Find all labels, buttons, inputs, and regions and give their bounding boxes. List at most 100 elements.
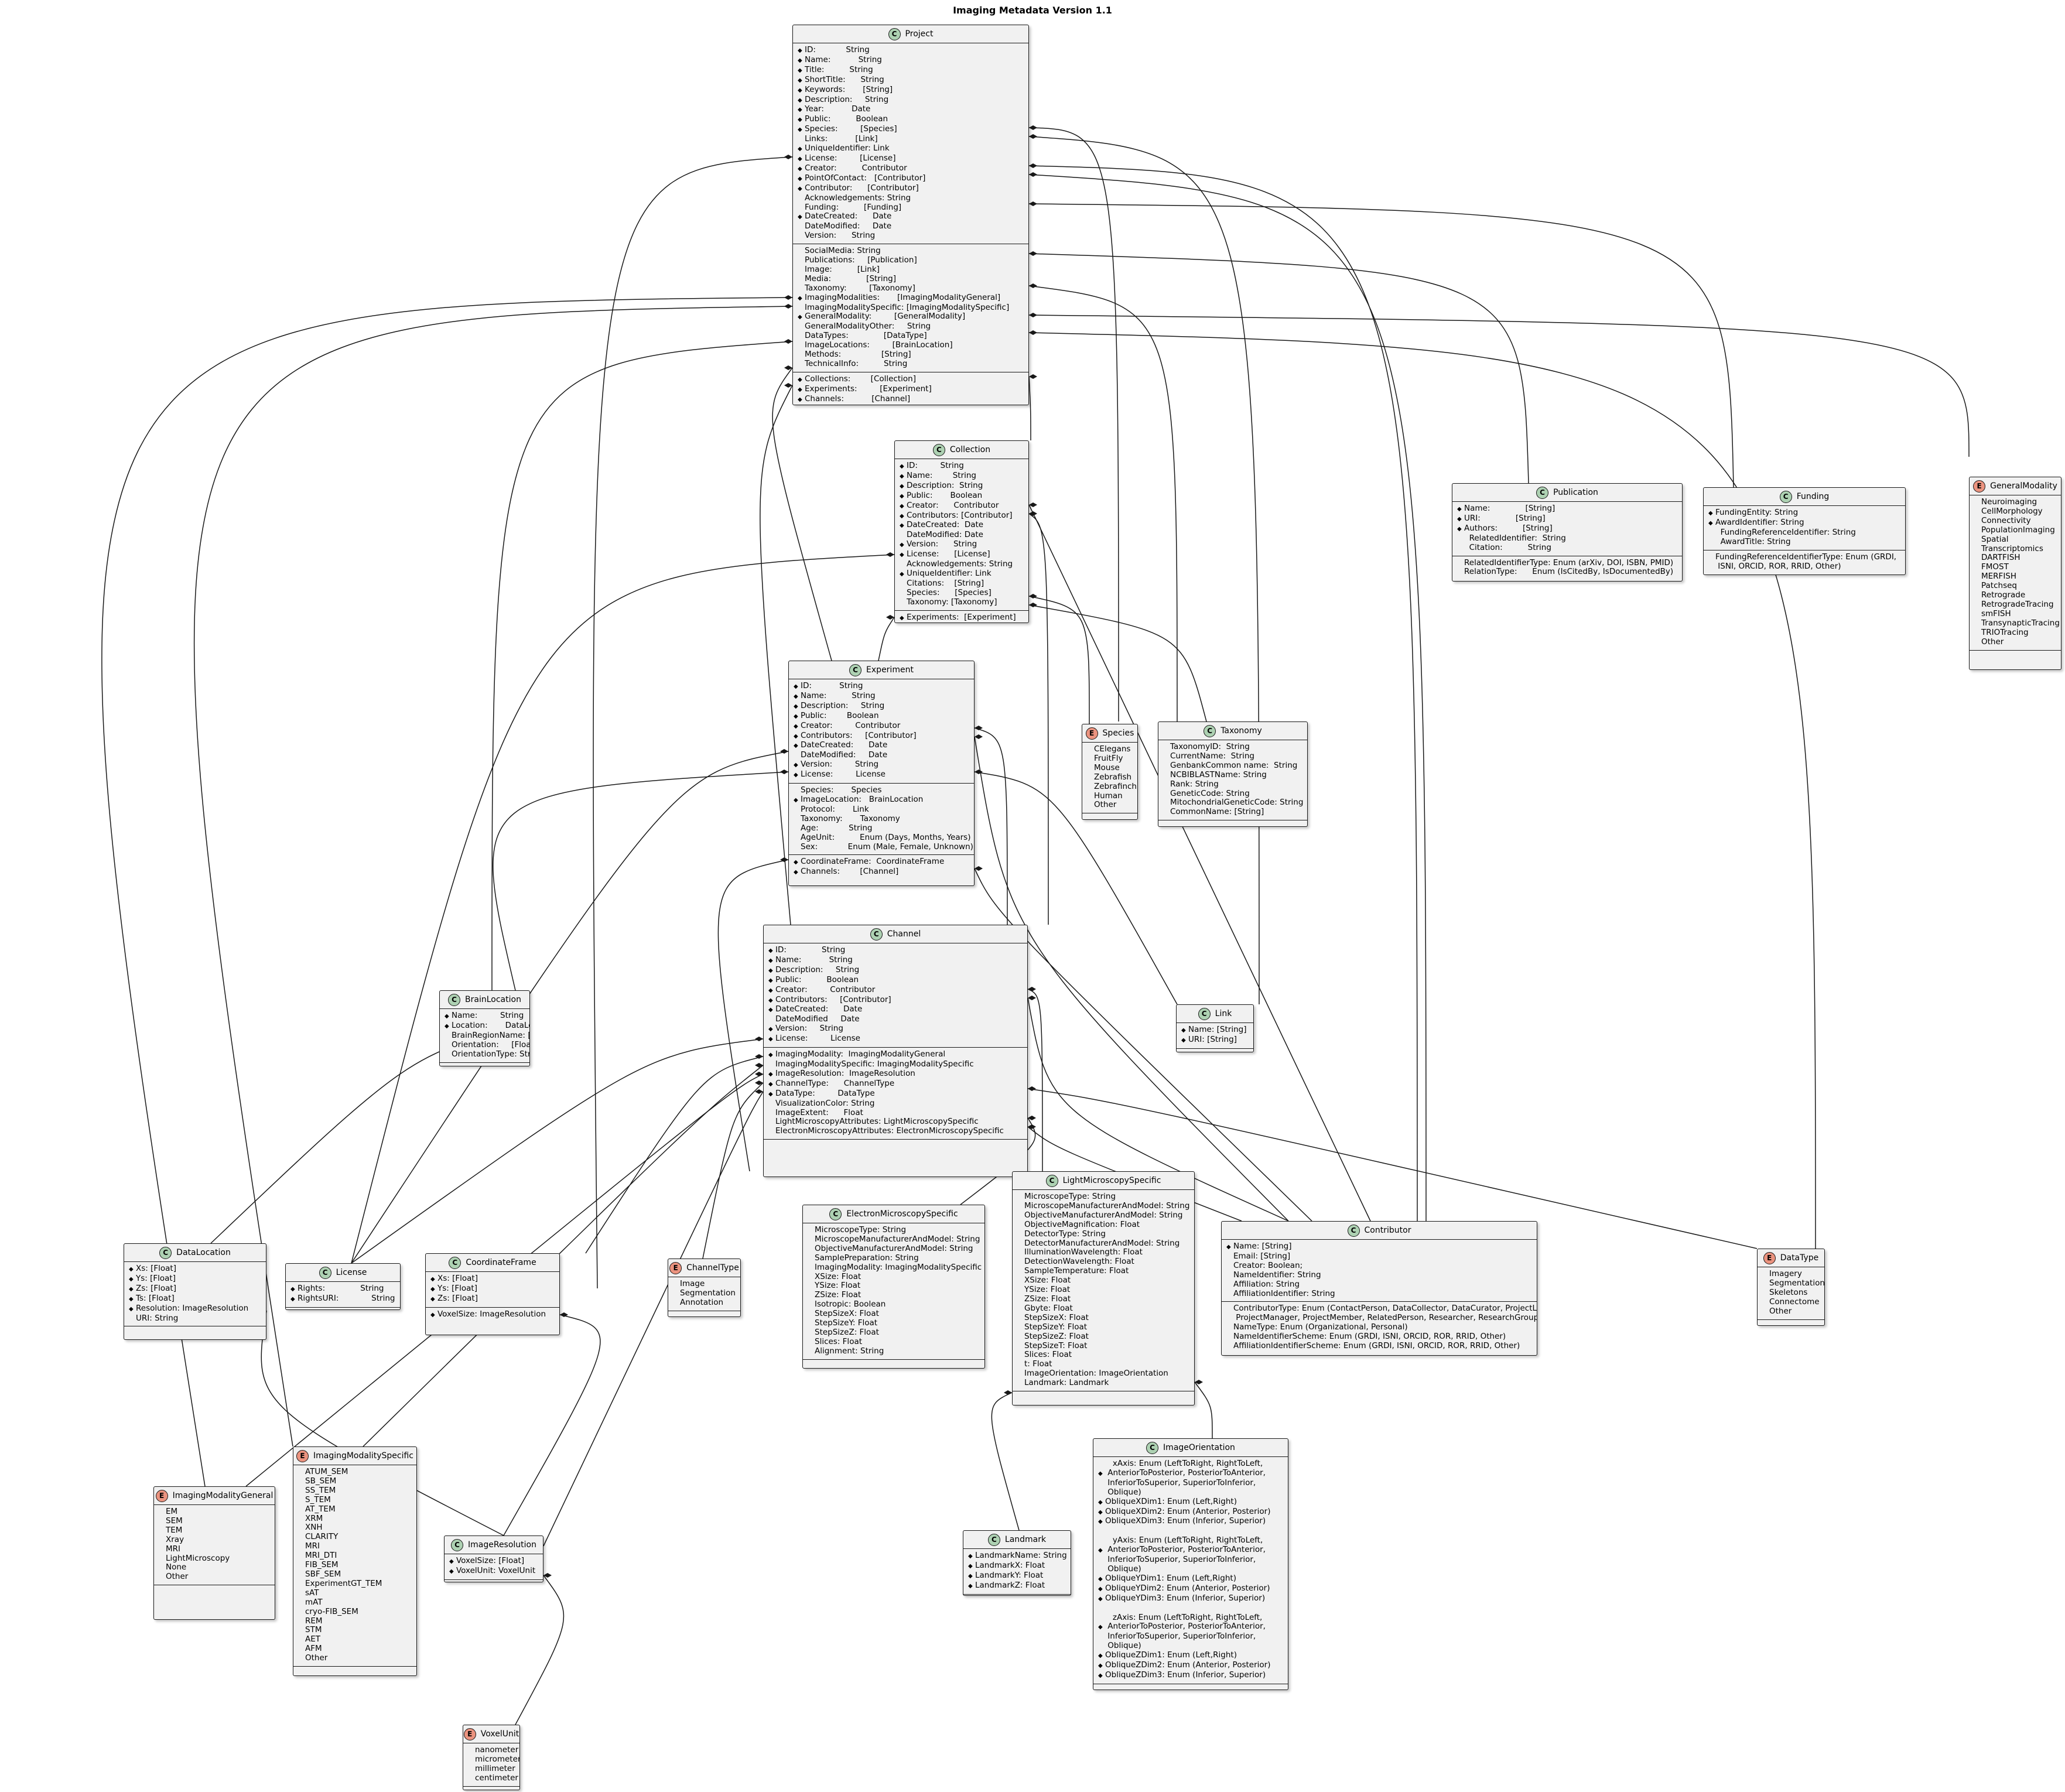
relation-edge <box>974 771 1178 1005</box>
relation-edge <box>1028 253 1529 484</box>
class-section <box>963 1595 1071 1596</box>
field-row: t: Float <box>1017 1359 1189 1369</box>
field-row: ExperimentGT_TEM <box>298 1579 412 1589</box>
field-row: Funding: [Funding] <box>798 203 1024 213</box>
field-text: Experiments: [Experiment] <box>907 612 1016 622</box>
class-section <box>1093 1684 1288 1690</box>
field-text: Zs: [Float] <box>136 1283 176 1293</box>
field-text: None <box>166 1562 187 1572</box>
class-name: Taxonomy <box>1220 726 1262 736</box>
class-section: Collections: [Collection]Experiments: [E… <box>793 372 1028 405</box>
field-text: Name: String <box>452 1011 524 1020</box>
key-marker-icon <box>768 1005 775 1015</box>
field-text: InferiorToSuperior, SuperiorToInferior, <box>1105 1632 1256 1641</box>
field-row: Taxonomy: Taxonomy <box>794 814 969 824</box>
class-badge-icon: C <box>319 1266 331 1279</box>
class-badge-icon: C <box>987 1533 1000 1546</box>
field-text: CLARITY <box>305 1532 339 1542</box>
field-row: Species: [Species] <box>900 588 1024 598</box>
field-text: Creator: Contributor <box>775 984 876 994</box>
enum-badge-icon: E <box>1085 727 1098 740</box>
key-marker-icon <box>129 1274 136 1284</box>
composition-diamond-icon <box>975 770 983 774</box>
field-text: AffiliationIdentifier: String <box>1233 1288 1335 1298</box>
field-row: FruitFly <box>1087 754 1133 764</box>
class-landmark: CLandmarkLandmarkName: StringLandmarkX: … <box>963 1530 1071 1596</box>
class-section: Xs: [Float]Ys: [Float]Zs: [Float]Ts: [Fl… <box>124 1262 266 1327</box>
field-text: Oblique) <box>1105 1641 1141 1651</box>
key-marker-icon <box>1181 1025 1188 1035</box>
class-badge-icon: C <box>1536 486 1549 499</box>
field-row: Creator: Boolean; <box>1226 1261 1532 1271</box>
key-marker-icon <box>794 770 801 780</box>
field-text: Other <box>1769 1306 1792 1316</box>
key-marker-icon <box>798 125 805 135</box>
marker-spacer <box>298 1644 305 1654</box>
field-row: TechnicalInfo: String <box>798 359 1024 369</box>
marker-spacer <box>298 1533 305 1542</box>
field-row: YSize: Float <box>1017 1285 1189 1295</box>
field-row: CoordinateFrame: CoordinateFrame <box>794 857 969 867</box>
key-marker-icon <box>1181 1035 1188 1045</box>
field-text: Connectome <box>1769 1297 1820 1307</box>
class-section: Name: [String]URI: [String]Authors: [Str… <box>1452 502 1682 556</box>
composition-diamond-icon <box>784 339 792 344</box>
class-name: Collection <box>949 445 991 454</box>
marker-spacer <box>1226 1252 1233 1261</box>
field-row: ATUM_SEM <box>298 1467 412 1477</box>
field-text: License: License <box>775 1034 860 1044</box>
marker-spacer <box>1163 752 1170 761</box>
field-text: UniqueIdentifier: Link <box>805 143 890 153</box>
field-text: ISNI, ORCID, ROR, RRID, Other) <box>1715 561 1841 571</box>
key-marker-icon <box>794 712 801 721</box>
marker-spacer <box>1226 1314 1233 1323</box>
class-section <box>440 1063 529 1066</box>
field-row: ID: String <box>900 461 1024 471</box>
field-row: CurrentName: String <box>1163 751 1302 761</box>
field-row: URI: [String] <box>1457 514 1677 524</box>
field-row: Contributors: [Contributor] <box>794 731 969 741</box>
relation-edge <box>772 367 832 661</box>
field-text: zAxis: Enum (LeftToRight, RightToLeft, <box>1105 1612 1263 1622</box>
field-text: ObjectiveMagnification: Float <box>1024 1219 1140 1229</box>
class-name: VoxelUnit <box>480 1729 519 1739</box>
composition-diamond-icon <box>784 383 792 388</box>
field-row: Channels: [Channel] <box>794 867 969 877</box>
field-row: Creator: Contributor <box>798 163 1024 174</box>
class-section <box>293 1667 416 1675</box>
marker-spacer <box>808 1226 815 1235</box>
field-row: Segmentation <box>673 1288 736 1298</box>
class-section <box>1177 1049 1253 1052</box>
field-text: NameIdentifier: String <box>1233 1270 1321 1280</box>
field-row: XRM <box>298 1514 412 1524</box>
class-section: Xs: [Float]Ys: [Float]Zs: [Float] <box>426 1272 559 1308</box>
marker-spacer <box>798 135 805 144</box>
field-text: Media: [String] <box>805 273 896 283</box>
field-text <box>1105 1527 1107 1536</box>
key-marker-icon <box>1098 1517 1105 1527</box>
key-marker-icon <box>1098 1671 1105 1681</box>
key-marker-icon <box>1098 1469 1105 1479</box>
class-badge-icon: C <box>1045 1174 1058 1187</box>
field-row: MicroscopeManufacturerAndModel: String <box>808 1234 980 1244</box>
field-text: Sex: Enum (Male, Female, Unknown) <box>801 842 973 851</box>
field-text: VoxelUnit: VoxelUnit <box>456 1565 536 1575</box>
field-row: CellMorphology <box>1974 507 2056 517</box>
key-marker-icon <box>794 702 801 712</box>
marker-spacer <box>159 1526 166 1535</box>
relation-edge <box>1028 332 1816 1249</box>
marker-spacer <box>794 815 801 824</box>
field-text: Ts: [Float] <box>136 1293 175 1303</box>
field-row: ObliqueYDim2: Enum (Anterior, Posterior) <box>1098 1584 1283 1594</box>
field-row: Links: [Link] <box>798 134 1024 144</box>
key-marker-icon <box>900 471 907 481</box>
field-text: AFM <box>305 1644 322 1654</box>
key-marker-icon <box>900 501 907 511</box>
